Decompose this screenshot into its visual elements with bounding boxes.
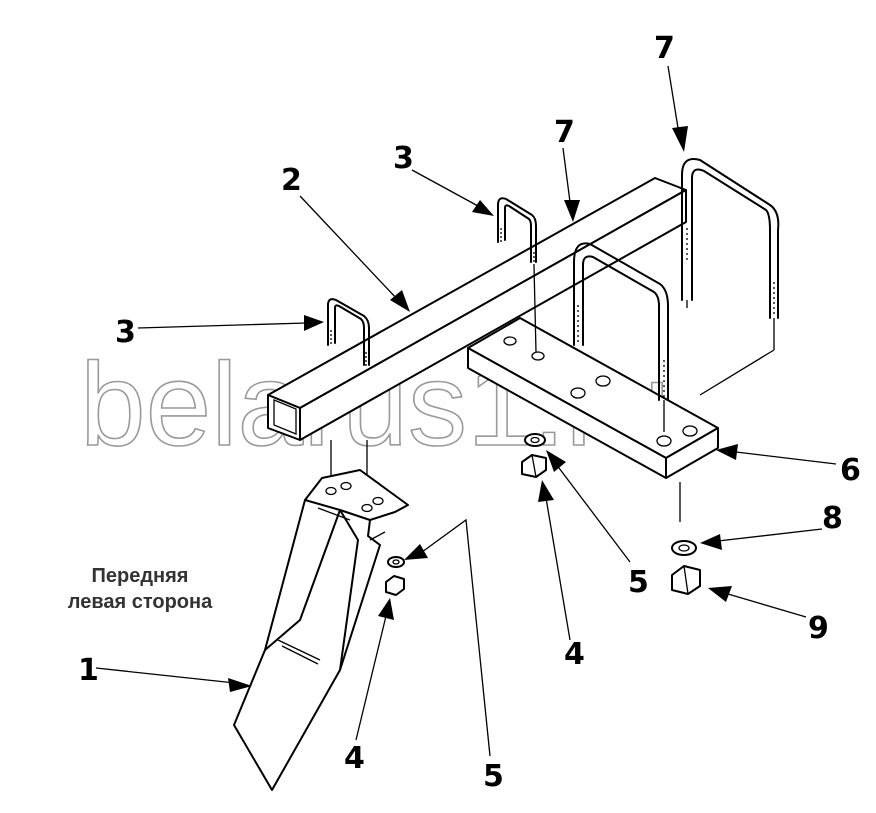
part-2-square-tube	[267, 177, 687, 441]
callout-7-front: 7	[554, 115, 575, 150]
callout-5-left: 5	[483, 759, 504, 794]
washer-5-left	[387, 556, 405, 568]
part-7-u-bolt-front	[573, 242, 669, 432]
callout-3-lower: 3	[115, 315, 136, 350]
callout-8: 8	[822, 501, 843, 536]
callout-6: 6	[840, 453, 861, 488]
part-3-u-bolt-upper	[497, 197, 537, 353]
callout-4-left: 4	[344, 741, 365, 776]
callout-4-center: 4	[564, 637, 585, 672]
nut-4-center	[521, 454, 547, 478]
part-1-shank	[233, 469, 409, 791]
caption-front-left-side: Передняя левая сторона	[40, 563, 240, 615]
part-3-u-bolt-lower	[327, 298, 370, 505]
caption-line-2: левая сторона	[67, 591, 213, 613]
part-7-u-bolt-rear	[681, 158, 780, 396]
nut-9	[671, 565, 701, 595]
leader-lines	[95, 65, 837, 757]
callout-7-rear: 7	[654, 31, 675, 66]
washer-8	[671, 482, 697, 556]
callout-5-center: 5	[628, 565, 649, 600]
washer-5-center	[524, 433, 546, 447]
callout-1: 1	[78, 653, 99, 688]
callout-9: 9	[808, 611, 829, 646]
caption-line-1: Передняя	[91, 565, 189, 587]
part-6-plate	[467, 317, 719, 479]
callout-2: 2	[281, 163, 302, 198]
nut-4-left	[385, 575, 405, 596]
callout-3-upper: 3	[393, 141, 414, 176]
